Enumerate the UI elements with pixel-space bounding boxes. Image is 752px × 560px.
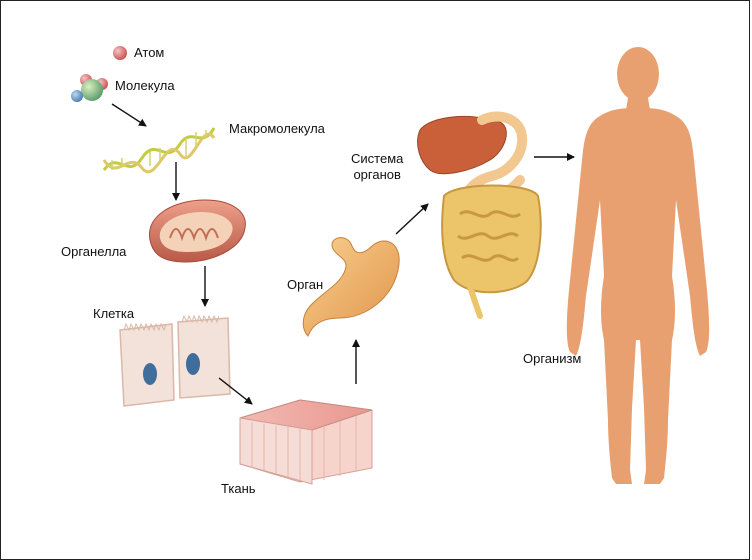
levels-of-organization-diagram (0, 0, 752, 545)
label-molecule: Молекула (115, 78, 175, 94)
human-body-icon (567, 47, 709, 484)
label-tissue: Ткань (221, 481, 256, 497)
dna-icon (104, 128, 214, 172)
cell-icon (120, 316, 230, 406)
atom-icon (113, 46, 127, 60)
label-atom: Атом (134, 45, 164, 61)
molecule-icon (71, 74, 108, 102)
digestive-system-icon (418, 116, 541, 316)
tissue-icon (240, 400, 372, 484)
mitochondrion-icon (149, 200, 245, 262)
label-organelle: Органелла (61, 244, 126, 260)
label-organ: Орган (287, 277, 323, 293)
label-organ-system: Система органов (351, 151, 403, 184)
label-macromolecule: Макромолекула (229, 121, 325, 137)
label-cell: Клетка (93, 306, 134, 322)
label-organism: Организм (523, 351, 581, 367)
